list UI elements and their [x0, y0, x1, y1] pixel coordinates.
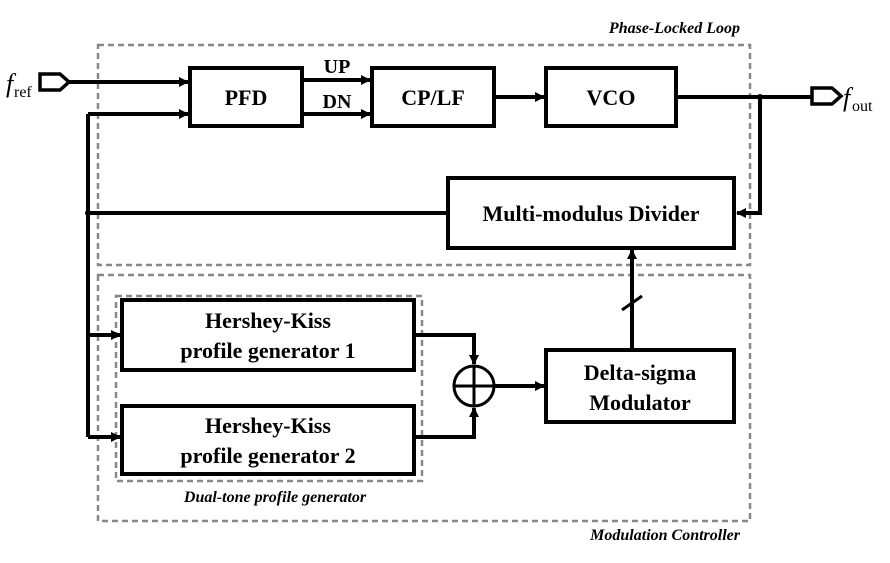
hk1-block: Hershey-Kiss profile generator 1 — [120, 298, 416, 372]
bus-width-slash — [621, 294, 643, 312]
fref-port-label: f — [6, 69, 17, 98]
junction-bus-pfd — [85, 210, 91, 216]
hk1-label-line2: profile generator 1 — [180, 338, 355, 363]
cplf-label: CP/LF — [401, 85, 465, 110]
hk2-label-line2: profile generator 2 — [180, 443, 355, 468]
hk1-label-line1: Hershey-Kiss — [205, 308, 331, 333]
cplf-block: CP/LF — [370, 66, 496, 128]
modulation-group-border — [96, 273, 752, 523]
vco-block: VCO — [544, 66, 678, 128]
wire-hk1-summer — [414, 333, 479, 365]
fref-port: f ref — [6, 69, 72, 101]
hk2-block: Hershey-Kiss profile generator 2 — [120, 404, 416, 476]
vco-label: VCO — [587, 85, 636, 110]
divider-label: Multi-modulus Divider — [483, 201, 700, 226]
junction-vco-tap — [757, 94, 763, 100]
dsm-label-line1: Delta-sigma — [584, 360, 696, 385]
divider-block: Multi-modulus Divider — [446, 176, 736, 250]
modulation-group-label: Modulation Controller — [589, 527, 741, 544]
fout-port-subscript: out — [852, 98, 873, 115]
wires — [69, 75, 812, 442]
fout-port: f out — [810, 83, 873, 115]
dual-tone-group-label: Dual-tone profile generator — [183, 489, 367, 506]
fout-port-label: f — [843, 83, 854, 112]
dn-signal-label: DN — [323, 91, 352, 113]
pfd-block: PFD — [188, 66, 304, 128]
summer-node — [452, 364, 496, 408]
dsm-block: Delta-sigma Modulator — [544, 348, 736, 424]
up-signal-label: UP — [324, 56, 351, 78]
wire-vco-divider — [736, 97, 762, 218]
pll-group-label: Phase-Locked Loop — [608, 20, 740, 37]
dual-tone-group-border — [114, 294, 424, 483]
hk2-label-line1: Hershey-Kiss — [205, 413, 331, 438]
pll-group-border — [96, 43, 752, 267]
wire-hk2-summer — [414, 407, 479, 439]
dsm-label-line2: Modulator — [589, 390, 691, 415]
fref-port-subscript: ref — [14, 84, 32, 101]
pfd-label: PFD — [225, 85, 268, 110]
